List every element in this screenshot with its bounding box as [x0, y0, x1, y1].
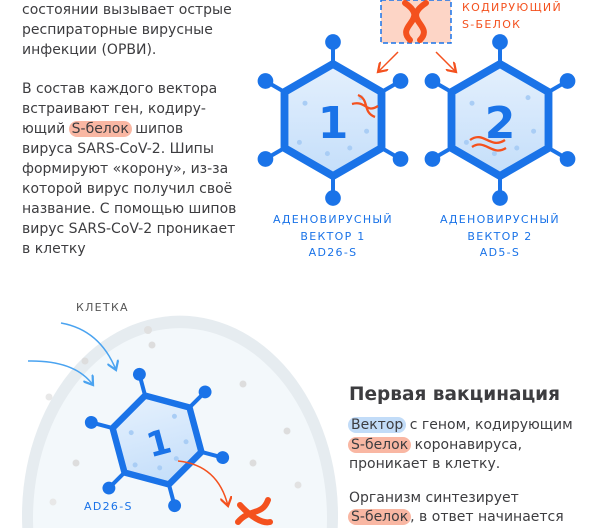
text-line: респираторные вирусные	[22, 22, 213, 38]
particle	[469, 100, 475, 106]
spike-knob	[102, 481, 116, 495]
spike-knob	[198, 385, 212, 399]
gene-release-arrow	[177, 460, 228, 506]
dna-helix-icon	[469, 136, 507, 152]
text-line: AD26-S	[308, 246, 358, 259]
particle	[157, 465, 163, 471]
particle	[302, 100, 308, 106]
spike-knob	[559, 73, 576, 89]
s-protein-highlight: S-белок	[348, 509, 412, 525]
spike-knob	[325, 190, 341, 206]
text-line: AD5-S	[479, 246, 521, 259]
text-line: вирус SARS-CoV-2 проникает	[22, 221, 236, 237]
text-line: формируют «корону», из-за	[22, 161, 229, 177]
text-line: проникает в клетку.	[349, 456, 501, 472]
text-line: В состав каждого вектора	[22, 81, 218, 97]
spike-knob	[424, 73, 441, 89]
text-line: S-белок коронавируса,	[348, 436, 573, 456]
vector-1-label: АДЕНОВИРУСНЫЙ ВЕКТОР 1 AD26-S	[253, 212, 413, 262]
text-line: КОДИРУЮЩИЙ	[462, 1, 562, 14]
particle	[347, 145, 353, 151]
spike-knob	[216, 451, 230, 465]
particle	[132, 462, 138, 468]
s-protein-highlight: S-белок	[68, 121, 132, 137]
s-protein-highlight: S-белок	[348, 436, 412, 453]
intro-paragraph-1: состоянии вызывает острые респираторные …	[22, 0, 232, 60]
cell-label: КЛЕТКА	[76, 301, 129, 314]
capsid	[280, 60, 386, 180]
text-line: АДЕНОВИРУСНЫЙ	[273, 213, 393, 226]
spike-knob	[492, 34, 508, 50]
dna-helix-icon	[235, 497, 273, 526]
text-line: в клетку	[22, 241, 86, 257]
particle	[514, 145, 520, 151]
particle	[364, 128, 370, 134]
capsid	[447, 60, 553, 180]
spike-knob	[168, 499, 182, 513]
vector-number: 1	[318, 98, 349, 149]
spike-knob	[492, 190, 508, 206]
text-line: состоянии вызывает острые	[22, 2, 232, 18]
text-line: Вектор с геном, кодирующим	[348, 416, 573, 436]
particle	[183, 439, 189, 445]
text-line: ющий S-белок шипов	[22, 119, 236, 139]
adenovirus-vector-2-icon	[424, 34, 576, 206]
adenovirus-vector-in-cell-icon	[84, 367, 230, 513]
particle	[525, 95, 531, 101]
spike-knob	[257, 73, 274, 89]
vector-2-label: АДЕНОВИРУСНЫЙ ВЕКТОР 2 AD5-S	[420, 212, 580, 262]
particle	[463, 139, 469, 145]
text: с геном, кодирующим	[409, 417, 573, 433]
text: , в ответ начинается	[410, 509, 564, 525]
text-line: АДЕНОВИРУСНЫЙ	[440, 213, 560, 226]
text-line: вируса SARS-CoV-2. Шипы	[22, 141, 214, 157]
text-line: S-БЕЛОК	[462, 17, 522, 31]
section-title: Первая вакцинация	[349, 384, 561, 405]
spike-knob	[257, 151, 274, 167]
particle	[296, 139, 302, 145]
text-line: название. С помощью шипов	[22, 201, 237, 217]
vector-highlight: Вектор	[348, 417, 407, 433]
text: коронавируса,	[414, 436, 523, 453]
particle	[491, 151, 497, 157]
intro-paragraph-2: В состав каждого вектора встраивают ген,…	[22, 79, 236, 259]
particle	[324, 151, 330, 157]
text-line: встраивают ген, кодиру-	[22, 101, 206, 117]
text-line: S-белок, в ответ начинается	[348, 508, 573, 528]
text-line: ВЕКТОР 1	[300, 229, 366, 243]
cell-vector-label: AD26-S	[84, 500, 133, 513]
text-line: которой вирус получил своё	[22, 181, 233, 197]
text: ющий	[22, 121, 66, 137]
gene-box-label: КОДИРУЮЩИЙ S-БЕЛОК	[462, 0, 562, 33]
text-line: Организм синтезирует	[349, 489, 519, 506]
spike-knob	[392, 73, 409, 89]
dna-helix-icon	[351, 93, 379, 119]
spike-knob	[392, 151, 409, 167]
first-vaccination-text: Вектор с геном, кодирующим S-белок корон…	[348, 416, 573, 528]
capsid	[109, 392, 205, 488]
arrows-to-vectors	[378, 51, 456, 72]
spike-knob	[424, 151, 441, 167]
spike-knob	[84, 415, 98, 429]
text-line: инфекции (ОРВИ).	[22, 42, 157, 58]
spike-knob	[325, 34, 341, 50]
cell-entry-arrows	[27, 322, 116, 385]
spike-knob	[132, 367, 146, 381]
particle	[171, 413, 177, 419]
particle	[128, 430, 134, 436]
adenovirus-vector-1-icon	[257, 34, 409, 206]
particle	[173, 456, 179, 462]
text-line: ВЕКТОР 2	[467, 229, 533, 243]
text: шипов	[135, 121, 184, 137]
particle	[531, 128, 537, 134]
dna-helix-icon	[402, 0, 429, 43]
spike-knob	[559, 151, 576, 167]
